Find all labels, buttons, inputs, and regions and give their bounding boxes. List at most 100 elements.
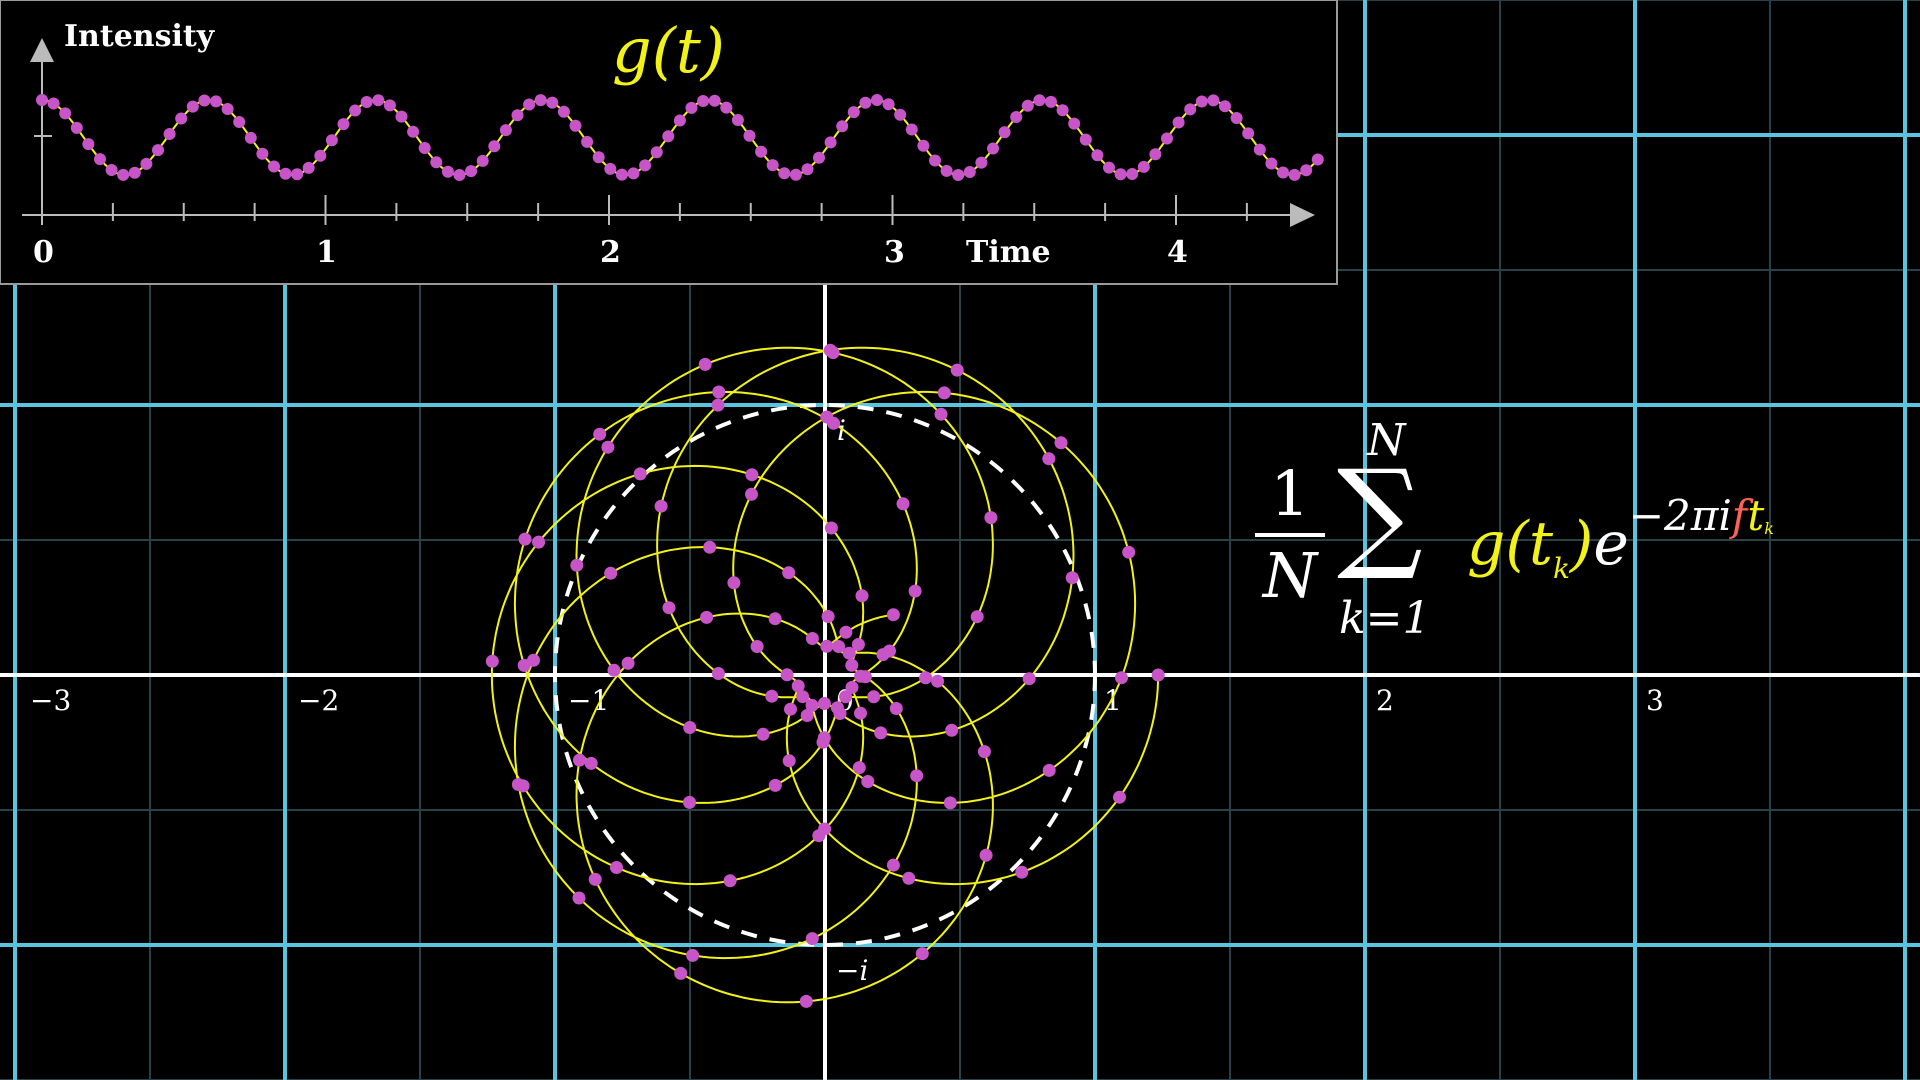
wound-sample-dot [511,778,525,791]
signal-sample-dot [1010,111,1023,123]
signal-sample-dot [140,157,153,170]
formula-numerator: 1 [1270,457,1310,530]
formula-exponent: −2πiftk [1629,491,1774,540]
wound-sample-dot [854,706,867,720]
signal-sample-dot [94,153,106,166]
signal-sample-dot [731,114,744,126]
signal-sample-dot [152,144,164,157]
signal-sample-dot [1126,168,1139,180]
wound-sample-dot [855,589,869,603]
signal-sample-dot [650,146,663,159]
wound-sample-dot [756,727,770,741]
wound-sample-dot [805,698,819,712]
signal-sample-dot [546,96,559,109]
signal-sample-dot [789,168,802,181]
signal-sample-dot [465,165,478,178]
wound-sample-dot [782,754,796,768]
wound-sample-dot [711,398,725,412]
formula-k-subscript: k [1552,552,1570,585]
signal-sample-dot [905,123,918,136]
wound-sample-dot [700,610,714,624]
formula-exp-t: t [1747,491,1765,540]
sum-symbol: ∑ [1337,445,1423,584]
wound-sample-dot [621,656,635,670]
x-label-neg3: −3 [30,684,71,717]
signal-sample-dot [778,167,791,180]
signal-sample-dot [1137,160,1150,173]
wound-sample-dot [805,932,819,946]
signal-sample-dot [523,98,536,111]
signal-sample-dot [302,161,315,174]
wound-sample-dot [791,679,805,693]
formula-fraction-bar [1255,533,1325,537]
signal-sample-dot [1242,127,1255,140]
signal-sample-dot [1068,117,1081,130]
signal-sample-dot [279,167,292,180]
signal-sample-dot [163,128,176,140]
wound-sample-dot [934,407,948,421]
wound-sample-dot [768,778,782,792]
signal-sample-dot [581,135,594,148]
signal-sample-dot [1114,168,1127,181]
unit-circle [553,403,1097,947]
signal-sample-dots [36,94,1324,181]
wound-sample-dot [970,610,984,624]
wound-sample-dot [1015,865,1029,879]
signal-sample-dot [337,118,350,131]
signal-sample-dot [882,98,895,111]
wound-sample-dot [867,690,881,704]
wound-sample-dot [851,638,865,651]
signal-sample-dot [975,156,988,169]
wound-sample-dot [845,658,859,672]
wound-sample-dot [572,891,586,905]
inset-y-arrow-icon [30,38,54,62]
wound-sample-dot [527,653,540,667]
inset-x-ticks [41,195,1248,225]
wound-sample-dot [979,848,993,862]
signal-sample-dot [1184,103,1197,116]
wound-sample-dot [703,540,717,554]
signal-sample-dot [952,169,965,181]
signal-sample-dot [1288,168,1301,181]
signal-sample-dot [1161,132,1173,145]
signal-sample-dot [592,151,605,164]
signal-sample-dot [1045,95,1057,108]
x-label-1: 1 [1104,684,1122,717]
wound-sample-dot [784,702,797,716]
x-label-2: 2 [1376,684,1394,717]
wound-sample-dot [712,385,726,399]
wound-sample-dot [1022,672,1036,686]
signal-sample-dot [1253,143,1266,156]
signal-sample-dot [1056,104,1069,117]
signal-sample-dot [244,131,257,144]
signal-sample-dot [708,94,721,107]
wound-sample-dot [817,697,831,710]
signal-sample-dot [1103,161,1115,174]
wound-sample-dot [532,535,546,549]
wound-sample-dot [654,499,668,513]
signal-sample-dot [847,106,860,119]
wound-sample-dot [931,674,945,688]
wound-sample-dot [745,487,758,501]
wound-sample-dot [765,689,779,703]
wound-sample-dot [950,363,964,377]
signal-sample-dot [430,156,443,169]
signal-sample-dot [360,96,373,108]
signal-sample-dot [1311,153,1324,166]
signal-sample-dot [59,107,72,120]
wound-sample-dot [1122,545,1136,559]
signal-sample-dot [557,105,570,118]
signal-sample-dot [1079,133,1092,146]
inset-ylabel: Intensity [64,19,216,54]
signal-sample-dot [813,151,825,164]
wound-sample-dot [827,416,841,430]
wound-sample-dot [902,871,916,885]
wound-sample-dot [698,357,712,371]
signal-sample-dot [233,116,246,128]
wound-sample-dot [830,701,844,715]
wound-sample-dot [1115,671,1128,685]
wound-sample-dot [820,639,834,653]
signal-sample-dot [499,124,512,137]
signal-sample-dot [407,125,420,138]
